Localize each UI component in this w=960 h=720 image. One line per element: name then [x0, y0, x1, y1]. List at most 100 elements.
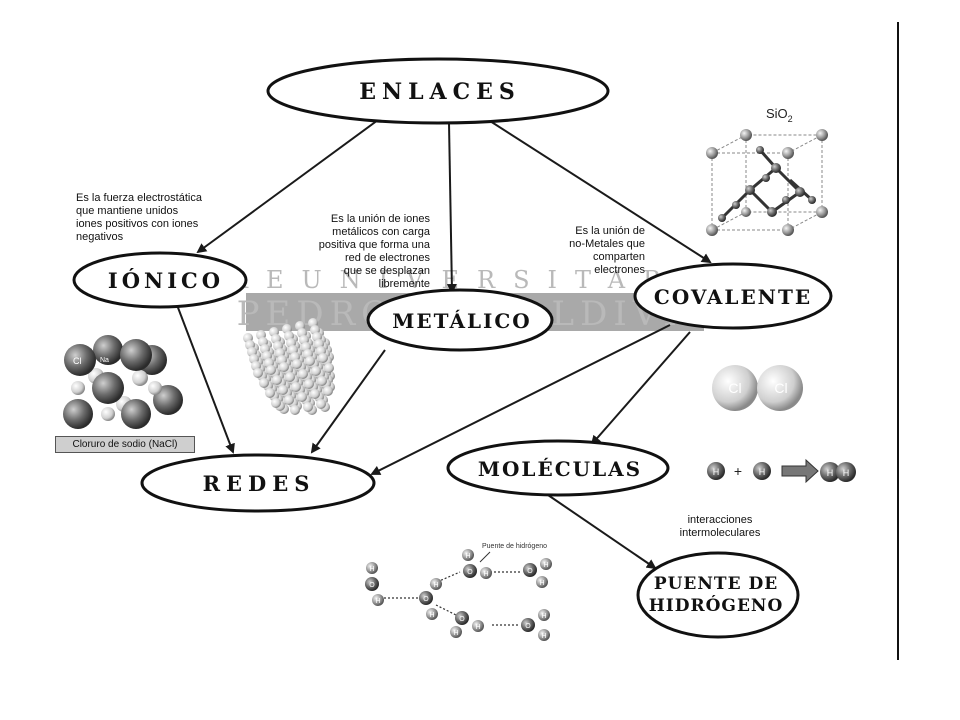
metal-atom — [297, 392, 307, 402]
metallic-lattice-figure — [243, 318, 335, 415]
metal-atom — [316, 399, 326, 409]
nacl-na-label: Na — [100, 357, 109, 364]
atom-label: H — [433, 582, 438, 589]
svg-text:no-Metales que: no-Metales que — [569, 238, 645, 250]
svg-text:intermoleculares: intermoleculares — [680, 527, 761, 539]
node-puente: PUENTE DE HIDRÓGENO — [636, 551, 800, 639]
desc-covalente: Es la unión de no-Metales que comparten … — [569, 225, 645, 276]
atom-label: H — [539, 580, 544, 587]
arrow-metalico-redes — [310, 349, 386, 454]
cl2-molecule-figure: Cl Cl — [712, 365, 803, 411]
hydrogen-atom — [472, 620, 484, 632]
svg-text:H: H — [759, 467, 766, 477]
hydrogen-atom — [480, 567, 492, 579]
metal-atom — [284, 395, 294, 405]
metal-atom — [279, 362, 289, 372]
atom-label: H — [541, 613, 546, 620]
arrow-ionico-redes — [176, 304, 235, 454]
arrow-covalente-moleculas — [590, 331, 691, 446]
metal-atom — [285, 372, 295, 382]
hydrogen-atom — [538, 629, 550, 641]
node-redes: REDES — [140, 453, 376, 513]
atom-label: O — [467, 569, 473, 576]
node-covalente: COVALENTE — [633, 262, 833, 330]
atom-label: H — [541, 633, 546, 640]
atom-label: H — [483, 571, 488, 578]
arrow-enlaces-ionico — [196, 119, 379, 254]
arrow-enlaces-covalente — [489, 120, 712, 264]
atom-label: O — [369, 582, 375, 589]
nacl-cl-label: Cl — [73, 356, 82, 366]
node-ionico-label: IÓNICO — [108, 268, 224, 293]
svg-text:Es la fuerza electrostática: Es la fuerza electrostática — [76, 192, 203, 204]
cl2-left-label: Cl — [728, 380, 741, 396]
metal-atom — [318, 353, 328, 363]
metal-atom — [317, 376, 327, 386]
oxygen-atom — [419, 591, 433, 605]
node-metalico-label: METÁLICO — [392, 309, 531, 333]
svg-text:negativos: negativos — [76, 231, 124, 243]
hydrogen-atom — [450, 626, 462, 638]
metal-atom — [278, 385, 288, 395]
metal-atom — [324, 363, 334, 373]
node-metalico: METÁLICO — [366, 288, 554, 352]
metal-atom — [311, 366, 321, 376]
oxygen-atom — [521, 618, 535, 632]
node-puente-label-1: PUENTE DE — [654, 574, 778, 594]
atom-label: H — [465, 553, 470, 560]
atom-label: H — [429, 612, 434, 619]
metal-atom — [265, 388, 275, 398]
metal-atom — [253, 368, 263, 378]
svg-text:que mantiene unidos: que mantiene unidos — [76, 205, 179, 217]
hbond-label: Puente de hidrógeno — [482, 543, 547, 550]
atom-label: H — [475, 624, 480, 631]
h2-formation-figure: H + H H H — [707, 458, 856, 484]
svg-text:electrones: electrones — [594, 264, 645, 276]
svg-text:Es la unión de iones: Es la unión de iones — [331, 213, 431, 225]
svg-text:H: H — [827, 468, 834, 478]
sio2-structure-figure: SiO2 — [706, 106, 828, 236]
metal-atom — [290, 405, 300, 415]
nacl-structure-figure: Cl Na — [63, 335, 183, 429]
hydrogen-atom — [372, 594, 384, 606]
metal-atom — [272, 375, 282, 385]
metal-atom — [304, 379, 314, 389]
reaction-arrow-icon — [781, 458, 819, 484]
atom-label: H — [543, 562, 548, 569]
node-ionico: IÓNICO — [72, 251, 248, 309]
oxygen-atom — [463, 564, 477, 578]
svg-text:positiva que forma una: positiva que forma una — [319, 239, 431, 251]
oxygen-atom — [523, 563, 537, 577]
svg-text:comparten: comparten — [593, 251, 645, 263]
desc-metalico: Es la unión de iones metálicos con carga… — [319, 213, 431, 290]
svg-text:iones positivos con iones: iones positivos con iones — [76, 218, 199, 230]
oxygen-atom — [455, 611, 469, 625]
metal-atom — [303, 402, 313, 412]
atom-label: H — [375, 598, 380, 605]
atom-label: H — [453, 630, 458, 637]
atom-label: O — [459, 616, 465, 623]
node-moleculas-label: MOLÉCULAS — [478, 457, 642, 481]
node-moleculas: MOLÉCULAS — [446, 439, 670, 497]
svg-text:red de electrones: red de electrones — [345, 252, 430, 264]
node-enlaces-label: ENLACES — [359, 79, 521, 105]
svg-text:metálicos con carga: metálicos con carga — [332, 226, 431, 238]
atom-label: O — [423, 596, 429, 603]
hydrogen-atom — [540, 558, 552, 570]
metal-atom — [298, 369, 308, 379]
arrow-covalente-redes — [370, 324, 671, 475]
svg-text:libremente: libremente — [379, 278, 430, 290]
metal-atom — [305, 356, 315, 366]
svg-text:H: H — [713, 467, 720, 477]
svg-text:Es la unión de: Es la unión de — [575, 225, 645, 237]
metal-atom — [259, 378, 269, 388]
cl2-right-label: Cl — [774, 380, 787, 396]
metal-atom — [271, 398, 281, 408]
hydrogen-atom — [366, 562, 378, 574]
metal-atom — [310, 389, 320, 399]
metal-atom — [323, 386, 333, 396]
node-redes-label: REDES — [203, 471, 316, 496]
nacl-caption: Cloruro de sodio (NaCl) — [55, 436, 195, 453]
